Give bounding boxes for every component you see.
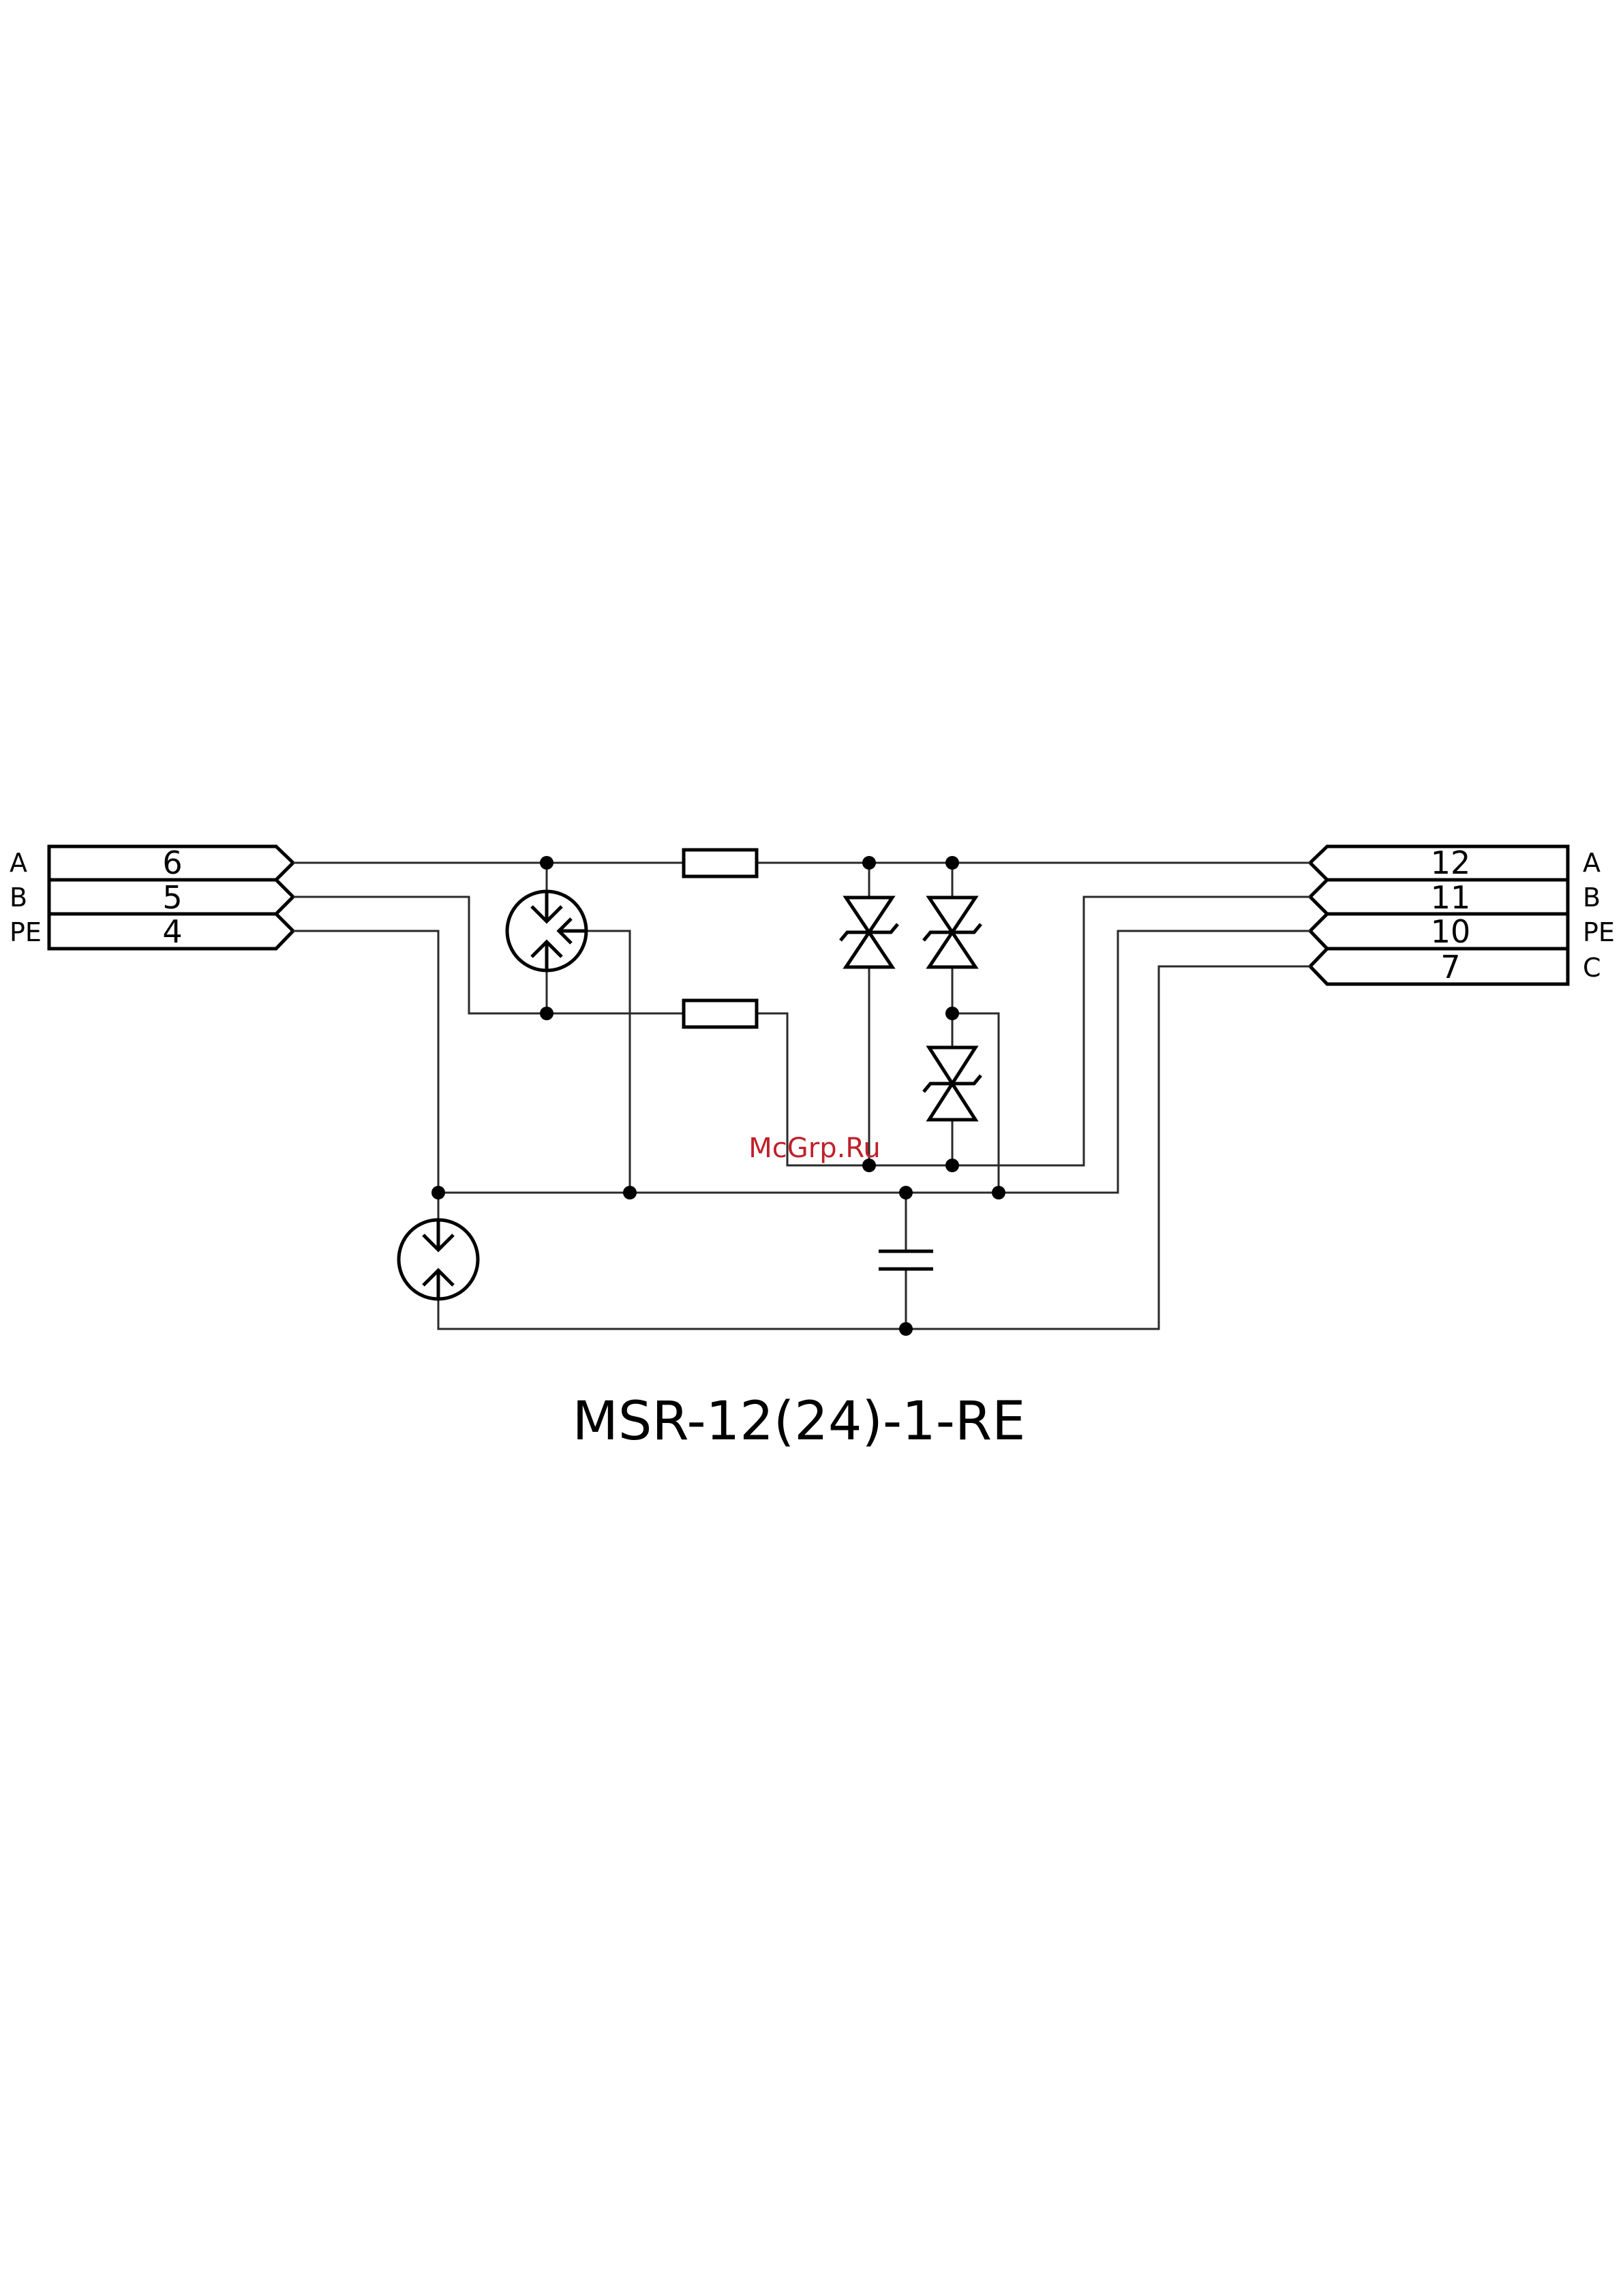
gas-discharge-tube-1 xyxy=(507,891,586,970)
right-signal-label: PE xyxy=(1583,917,1615,947)
wire-b-left xyxy=(293,897,684,1013)
right-pin-number: 10 xyxy=(1431,913,1471,950)
right-pin-number: 12 xyxy=(1431,844,1471,881)
right-signal-label: C xyxy=(1583,953,1601,983)
wire-gdt1-ground xyxy=(578,931,630,1193)
watermark: McGrp.Ru xyxy=(748,1133,880,1164)
left-pin-number: 6 xyxy=(162,844,182,881)
right-pin-number: 7 xyxy=(1440,949,1460,985)
left-pin-number: 4 xyxy=(162,913,182,950)
tvs-diode-2 xyxy=(924,893,981,971)
right-signal-label: B xyxy=(1583,883,1601,913)
left-connector: 6 5 4 A B PE xyxy=(10,844,293,950)
gas-discharge-tube-2 xyxy=(399,1220,478,1299)
right-signal-label: A xyxy=(1583,848,1601,878)
resistor-1 xyxy=(684,850,757,876)
left-pin-number: 5 xyxy=(162,879,182,916)
right-connector: 12 11 10 7 A B PE C xyxy=(1310,844,1615,985)
left-signal-label: B xyxy=(10,883,27,913)
tvs-diode-1 xyxy=(840,893,898,971)
capacitor xyxy=(879,1251,933,1269)
left-signal-label: PE xyxy=(10,917,42,947)
tvs-diode-3 xyxy=(924,1043,981,1131)
resistor-2 xyxy=(684,1000,757,1027)
diagram-title: MSR-12(24)-1-RE xyxy=(573,1391,1026,1452)
right-pin-c xyxy=(1310,949,1568,984)
left-signal-label: A xyxy=(10,848,27,878)
right-pin-number: 11 xyxy=(1431,879,1471,916)
wire-b-right xyxy=(757,897,1310,1165)
